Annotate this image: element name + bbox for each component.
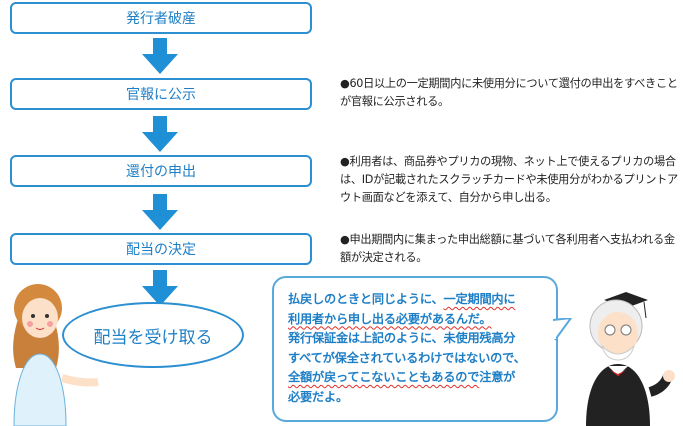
bubble-emphasis: 利用者から申し出る必要があるんだ。 [288,311,492,326]
step-gazette: 官報に公示 [10,78,312,110]
bubble-emphasis: 一定期間内に [443,292,516,306]
note-distribution: ●申出期間内に集まった申出総額に基づいて各利用者へ支払われる金額が決定される。 [340,233,675,264]
bubble-line: 利用者から申し出る必要があるんだ。 [288,310,556,330]
bubble-text: 注意が [479,370,516,384]
bubble-line: 必要だよ。 [288,389,348,404]
bubble-emphasis: 全額が戻ってこないこともあるので [288,370,480,384]
bubble-line: 全額が戻ってこないこともあるので注意が [288,368,556,388]
bubble-text: 払戻しのときと同じように、 [288,292,444,306]
step-distribution: 配当の決定 [10,233,312,265]
bubble-line: すべてが保全されているわけではないので、 [288,350,526,365]
step-claim: 還付の申出 [10,155,312,187]
bubble-tail [553,318,573,341]
woman-illustration [13,284,99,426]
step-label: 官報に公示 [126,87,196,103]
speech-bubble: 払戻しのときと同じように、一定期間内に 利用者から申し出る必要があるんだ。 発行… [272,276,558,422]
professor-illustration [586,292,675,426]
step-label: 還付の申出 [126,164,196,180]
arrow-down-icon [142,38,178,74]
bubble-line: 払戻しのときと同じように、一定期間内に [288,290,556,310]
step-label: 発行者破産 [126,11,196,27]
note-gazette: ●60日以上の一定期間内に未使用分について還付の申出をすべきことが官報に公示され… [340,77,678,108]
step-bankruptcy: 発行者破産 [10,2,312,34]
step-label: 配当の決定 [126,242,196,258]
final-label: 配当を受け取る [93,327,213,348]
bubble-line: 発行保証金は上記のように、未使用残高分 [288,331,516,345]
arrow-down-icon [142,270,178,306]
note-claim: ●利用者は、商品券やプリカの現物、ネット上で使えるプリカの場合は、IDが記載され… [340,155,678,204]
arrow-down-icon [142,194,178,230]
final-step-receive-distribution: 配当を受け取る [62,302,244,368]
arrow-down-icon [142,116,178,152]
